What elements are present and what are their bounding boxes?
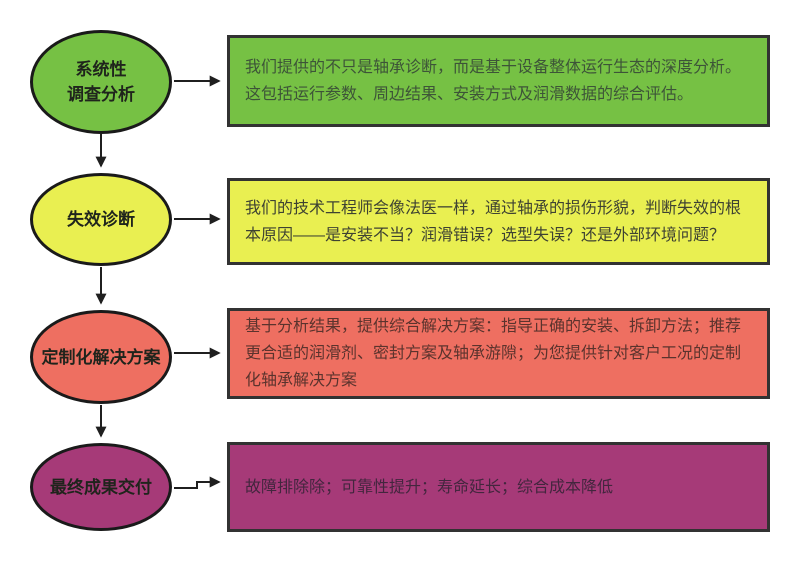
stage-detail-customized-solution: 基于分析结果，提供综合解决方案：指导正确的安装、拆卸方法；推荐更合适的润滑剂、密… — [227, 308, 770, 399]
stage-node-label-line: 失效诊断 — [67, 210, 135, 229]
stage-detail-systematic-investigation: 我们提供的不只是轴承诊断，而是基于设备整体运行生态的深度分析。这包括运行参数、周… — [227, 35, 770, 127]
arrow-node4-box4 — [174, 476, 221, 489]
stage-detail-text: 我们的技术工程师会像法医一样，通过轴承的损伤形貌，判断失效的根本原因——是安装不… — [245, 199, 742, 244]
stage-node-label-line: 系统性 — [75, 60, 127, 79]
stage-node-label-line: 调查分析 — [67, 85, 135, 104]
stage-detail-text: 基于分析结果，提供综合解决方案：指导正确的安装、拆卸方法；推荐更合适的润滑剂、密… — [245, 318, 742, 389]
stage-node-label-line: 最终成果交付 — [50, 477, 152, 497]
stage-detail-text: 我们提供的不只是轴承诊断，而是基于设备整体运行生态的深度分析。这包括运行参数、周… — [245, 59, 742, 103]
stage-node-failure-diagnosis: 失效诊断 — [30, 173, 172, 266]
stage-node-systematic-investigation: 系统性 调查分析 — [30, 30, 172, 134]
stage-node-label-line: 定制化解决方案 — [41, 347, 161, 367]
stage-node-final-delivery: 最终成果交付 — [30, 443, 172, 531]
stage-node-customized-solution: 定制化解决方案 — [30, 310, 172, 404]
stage-detail-final-delivery: 故障排除除；可靠性提升；寿命延长；综合成本降低 — [227, 442, 770, 532]
stage-detail-failure-diagnosis: 我们的技术工程师会像法医一样，通过轴承的损伤形貌，判断失效的根本原因——是安装不… — [227, 178, 770, 265]
stage-detail-text: 故障排除除；可靠性提升；寿命延长；综合成本降低 — [245, 478, 614, 496]
